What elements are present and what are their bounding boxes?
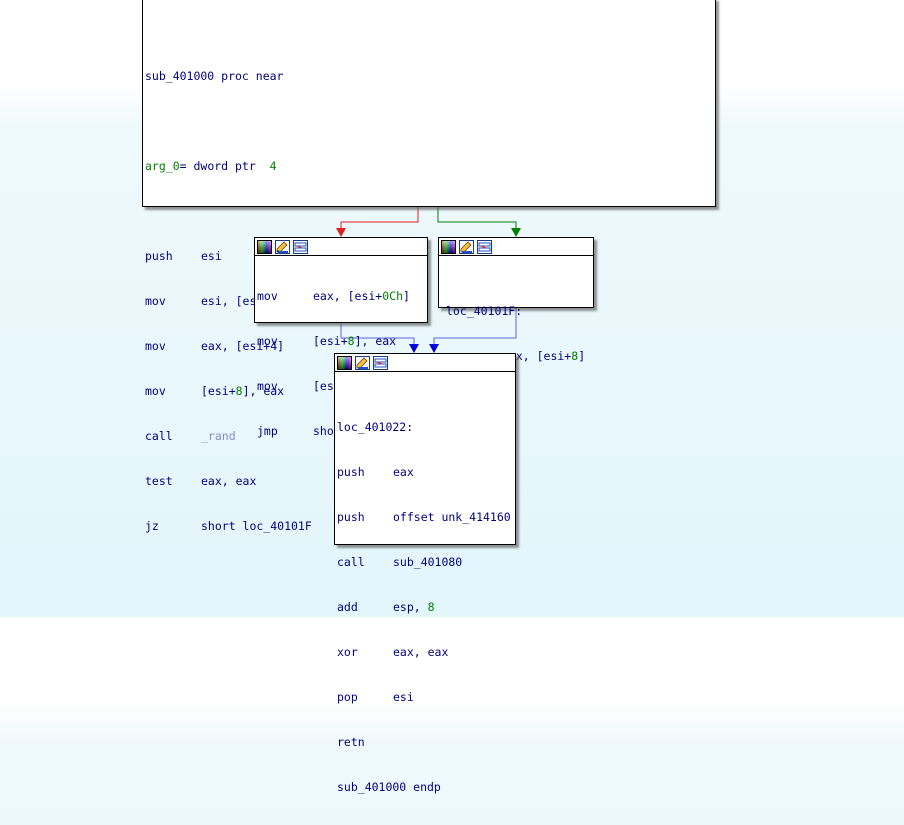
operand: eax, [esi+ [313, 289, 383, 303]
asm-line[interactable]: retn [337, 735, 515, 750]
graph-edges [336, 206, 521, 353]
mnemonic: push [337, 510, 365, 524]
edge-left-to-exit [340, 322, 415, 345]
mnemonic: call [145, 429, 173, 443]
proc-end[interactable]: sub_401000 endp [337, 780, 441, 794]
external-function-name[interactable]: _rand [201, 429, 236, 443]
arg-definition-text: = dword ptr [179, 159, 270, 173]
graph-node-left[interactable]: mov eax, [esi+0Ch] mov [esi+8], eax mov [es… [254, 237, 428, 438]
asm-line[interactable]: call _rand [145, 429, 715, 444]
asm-line[interactable]: jz short loc_40101F [145, 519, 715, 534]
operand: eax [393, 465, 414, 479]
rename-pencil-icon[interactable] [275, 239, 290, 254]
proc-declaration[interactable]: sub_401000 proc near [145, 69, 284, 83]
rename-pencil-icon[interactable] [459, 239, 474, 254]
asm-line[interactable]: pop esi [337, 690, 515, 705]
asm-line[interactable]: push eax [337, 465, 515, 480]
edge-left-arrowhead [409, 344, 419, 353]
edge-false-arrowhead [336, 228, 346, 237]
location-label[interactable]: loc_40101F: [446, 304, 523, 318]
arg-definition[interactable]: arg_0= dword ptr 4 [145, 159, 715, 174]
asm-line[interactable]: xor eax, eax [337, 645, 515, 660]
asm-line[interactable]: mov eax, [esi+0Ch] [257, 289, 427, 304]
jump-target-operand[interactable]: short loc_40101F [201, 519, 312, 533]
mnemonic: mov [145, 339, 166, 353]
mnemonic: push [337, 465, 365, 479]
edge-right-to-exit [433, 307, 517, 345]
node-header [439, 238, 593, 256]
asm-line[interactable]: call sub_401080 [337, 555, 515, 570]
operand: eax, eax [393, 645, 449, 659]
color-palette-icon[interactable] [257, 239, 272, 254]
edge-right-arrowhead [429, 344, 439, 353]
mnemonic: mov [145, 384, 166, 398]
mnemonic: retn [337, 735, 365, 749]
location-label[interactable]: loc_401022: [337, 420, 414, 434]
mnemonic: mov [257, 334, 278, 348]
mnemonic: jz [145, 519, 159, 533]
rename-pencil-icon[interactable] [355, 355, 370, 370]
mnemonic: xor [337, 645, 358, 659]
graph-node-entry[interactable]: sub_401000 proc near arg_0= dword ptr 4 … [142, 0, 716, 533]
graph-node-exit[interactable]: loc_401022: push eax push offset unk_41416… [334, 353, 516, 794]
operand-number: 8 [571, 349, 579, 363]
operand: eax, [esi+4] [201, 339, 285, 353]
asm-line[interactable]: test eax, eax [145, 474, 715, 489]
operand: ] [578, 349, 586, 363]
node-code-entry: sub_401000 proc near arg_0= dword ptr 4 … [143, 0, 715, 564]
asm-line[interactable]: mov [esi+8], eax [145, 384, 715, 399]
node-header [335, 354, 515, 372]
mnemonic: mov [257, 289, 278, 303]
color-palette-icon[interactable] [337, 355, 352, 370]
asm-line[interactable]: push offset unk_414160 [337, 510, 515, 525]
asm-line[interactable]: mov [esi+8], eax [257, 334, 427, 349]
mnemonic: push [145, 249, 173, 263]
graph-overview-icon[interactable] [477, 239, 492, 254]
operand: [esi+ [313, 334, 348, 348]
operand[interactable]: offset unk_414160 [393, 510, 511, 524]
graph-overview-icon[interactable] [373, 355, 388, 370]
node-header [255, 238, 427, 256]
operand-number: 0Ch [382, 289, 404, 303]
mnemonic: pop [337, 690, 358, 704]
operand: esi [201, 249, 222, 263]
graph-overview-icon[interactable] [293, 239, 308, 254]
asm-line[interactable]: mov eax, [esi+4] [145, 339, 715, 354]
operand-number: 8 [427, 600, 435, 614]
mnemonic: test [145, 474, 173, 488]
asm-line[interactable]: push esi [145, 249, 715, 264]
operand: eax, eax [201, 474, 257, 488]
mnemonic: mov [145, 294, 166, 308]
operand: ], eax [242, 384, 285, 398]
edge-true-arrowhead [511, 228, 521, 237]
edge-true-branch [437, 206, 517, 229]
operand: esi [393, 690, 414, 704]
mnemonic: add [337, 600, 358, 614]
operand-number: 8 [347, 334, 355, 348]
mnemonic: call [337, 555, 365, 569]
edge-false-branch [340, 206, 419, 229]
call-target-operand[interactable]: sub_401080 [393, 555, 463, 569]
asm-line[interactable]: add esp, 8 [337, 600, 515, 615]
mnemonic: mov [257, 379, 278, 393]
operand: esp, [393, 600, 428, 614]
operand: ], eax [354, 334, 397, 348]
node-code-exit: loc_401022: push eax push offset unk_41416… [335, 372, 515, 825]
arg-offset: 4 [269, 159, 277, 173]
arg-name: arg_0 [145, 159, 180, 173]
operand: ] [403, 289, 410, 303]
mnemonic: jmp [257, 424, 278, 438]
operand: [esi+ [201, 384, 236, 398]
operand-number: 8 [235, 384, 243, 398]
color-palette-icon[interactable] [441, 239, 456, 254]
